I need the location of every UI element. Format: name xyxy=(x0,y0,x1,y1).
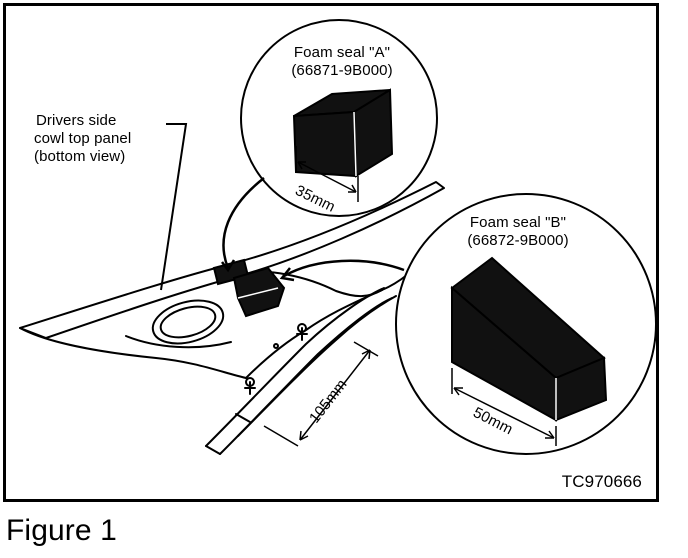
cowl-panel-label-line2: cowl top panel xyxy=(34,130,132,147)
cowl-panel-label-line3: (bottom view) xyxy=(34,148,126,165)
seal-b-part-number: (66872-9B000) xyxy=(467,232,569,249)
callout-pointer-a xyxy=(222,177,265,269)
seal-a-dimension xyxy=(295,146,359,202)
mounted-seals xyxy=(212,258,286,318)
reference-code: TC970666 xyxy=(561,472,642,491)
seal-b-dimension xyxy=(451,368,557,446)
cowl-panel-label-line1: Drivers side xyxy=(36,112,117,129)
diagram-artwork xyxy=(19,19,656,455)
foam-seal-a-block xyxy=(292,88,394,178)
oval-cutout xyxy=(125,299,232,349)
channel-rails xyxy=(205,287,397,455)
figure-caption: Figure 1 xyxy=(6,514,117,547)
seal-a-part-number: (66871-9B000) xyxy=(291,62,393,79)
foam-seal-b-block xyxy=(450,256,608,422)
callout-pointer-b xyxy=(283,259,405,278)
cowl-label-leader xyxy=(160,123,188,291)
mounting-studs xyxy=(244,323,308,395)
seal-b-name: Foam seal "B" xyxy=(469,214,567,231)
seal-a-name: Foam seal "A" xyxy=(293,44,391,61)
figure-frame: Drivers side cowl top panel (bottom view… xyxy=(3,3,659,502)
spacing-dimension xyxy=(263,341,379,447)
